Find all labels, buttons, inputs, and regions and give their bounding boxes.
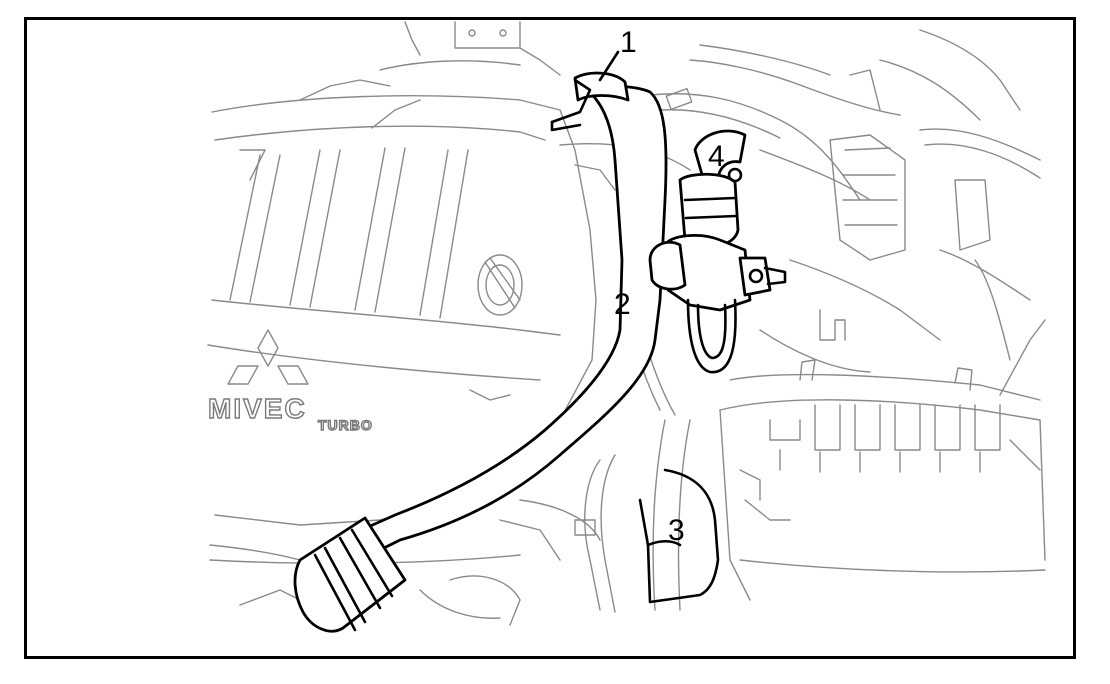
hose-2-end-sleeve: [293, 516, 407, 633]
badge-sub: TURBO: [318, 417, 373, 433]
pcv-hose-4: [648, 129, 787, 374]
callout-1: 1: [620, 26, 637, 59]
intake-duct-3: [638, 468, 720, 604]
wiring-harness: [559, 44, 901, 201]
callout-1-leader: [598, 50, 620, 82]
intake-components: [759, 29, 1041, 373]
air-cleaner-box: [719, 319, 1046, 601]
callout-2: 2: [614, 288, 631, 321]
callout-3: 3: [668, 514, 685, 547]
intake-duct-3-edge: [646, 539, 682, 547]
hose-2: [348, 84, 668, 562]
mitsubishi-logo: [227, 329, 309, 385]
engine-cover: [207, 79, 597, 564]
diagram-frame: [24, 17, 1076, 659]
upper-bracket: [379, 21, 561, 76]
oil-cap: [477, 254, 523, 316]
callout-4: 4: [708, 140, 725, 173]
clamp-1: [550, 71, 630, 132]
badge-main: MIVEC: [208, 393, 307, 424]
